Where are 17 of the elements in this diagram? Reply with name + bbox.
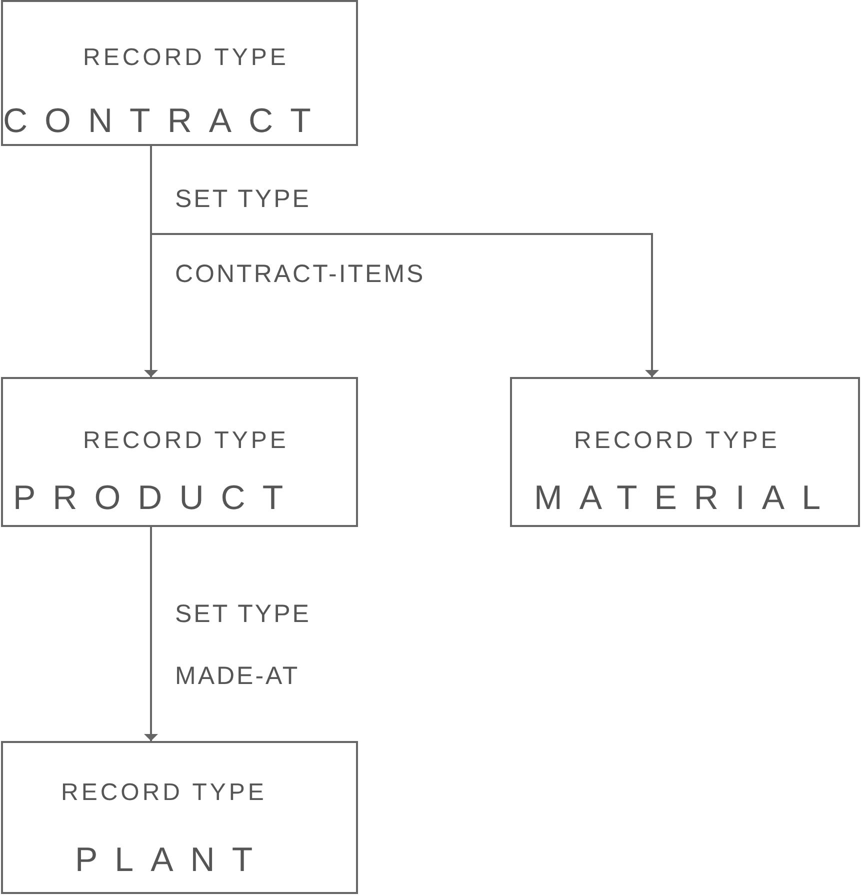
- arrow: [144, 527, 158, 741]
- record-type-label: RECORD TYPE: [574, 427, 780, 455]
- record-type-label: RECORD TYPE: [83, 427, 289, 455]
- record-box: [510, 377, 860, 527]
- record-name: PRODUCT: [13, 479, 300, 518]
- record-name: CONTRACT: [3, 102, 328, 141]
- record-name: PLANT: [75, 841, 270, 880]
- set-name: MADE-AT: [175, 662, 300, 691]
- record-box: [1, 0, 358, 146]
- set-type-label: SET TYPE: [175, 185, 311, 214]
- set-type-label: SET TYPE: [175, 600, 311, 629]
- set-name: CONTRACT-ITEMS: [175, 260, 426, 289]
- record-type-label: RECORD TYPE: [61, 779, 267, 807]
- record-name: MATERIAL: [534, 479, 838, 518]
- record-type-label: RECORD TYPE: [83, 44, 289, 72]
- record-box: [1, 377, 358, 527]
- record-box: [1, 741, 358, 894]
